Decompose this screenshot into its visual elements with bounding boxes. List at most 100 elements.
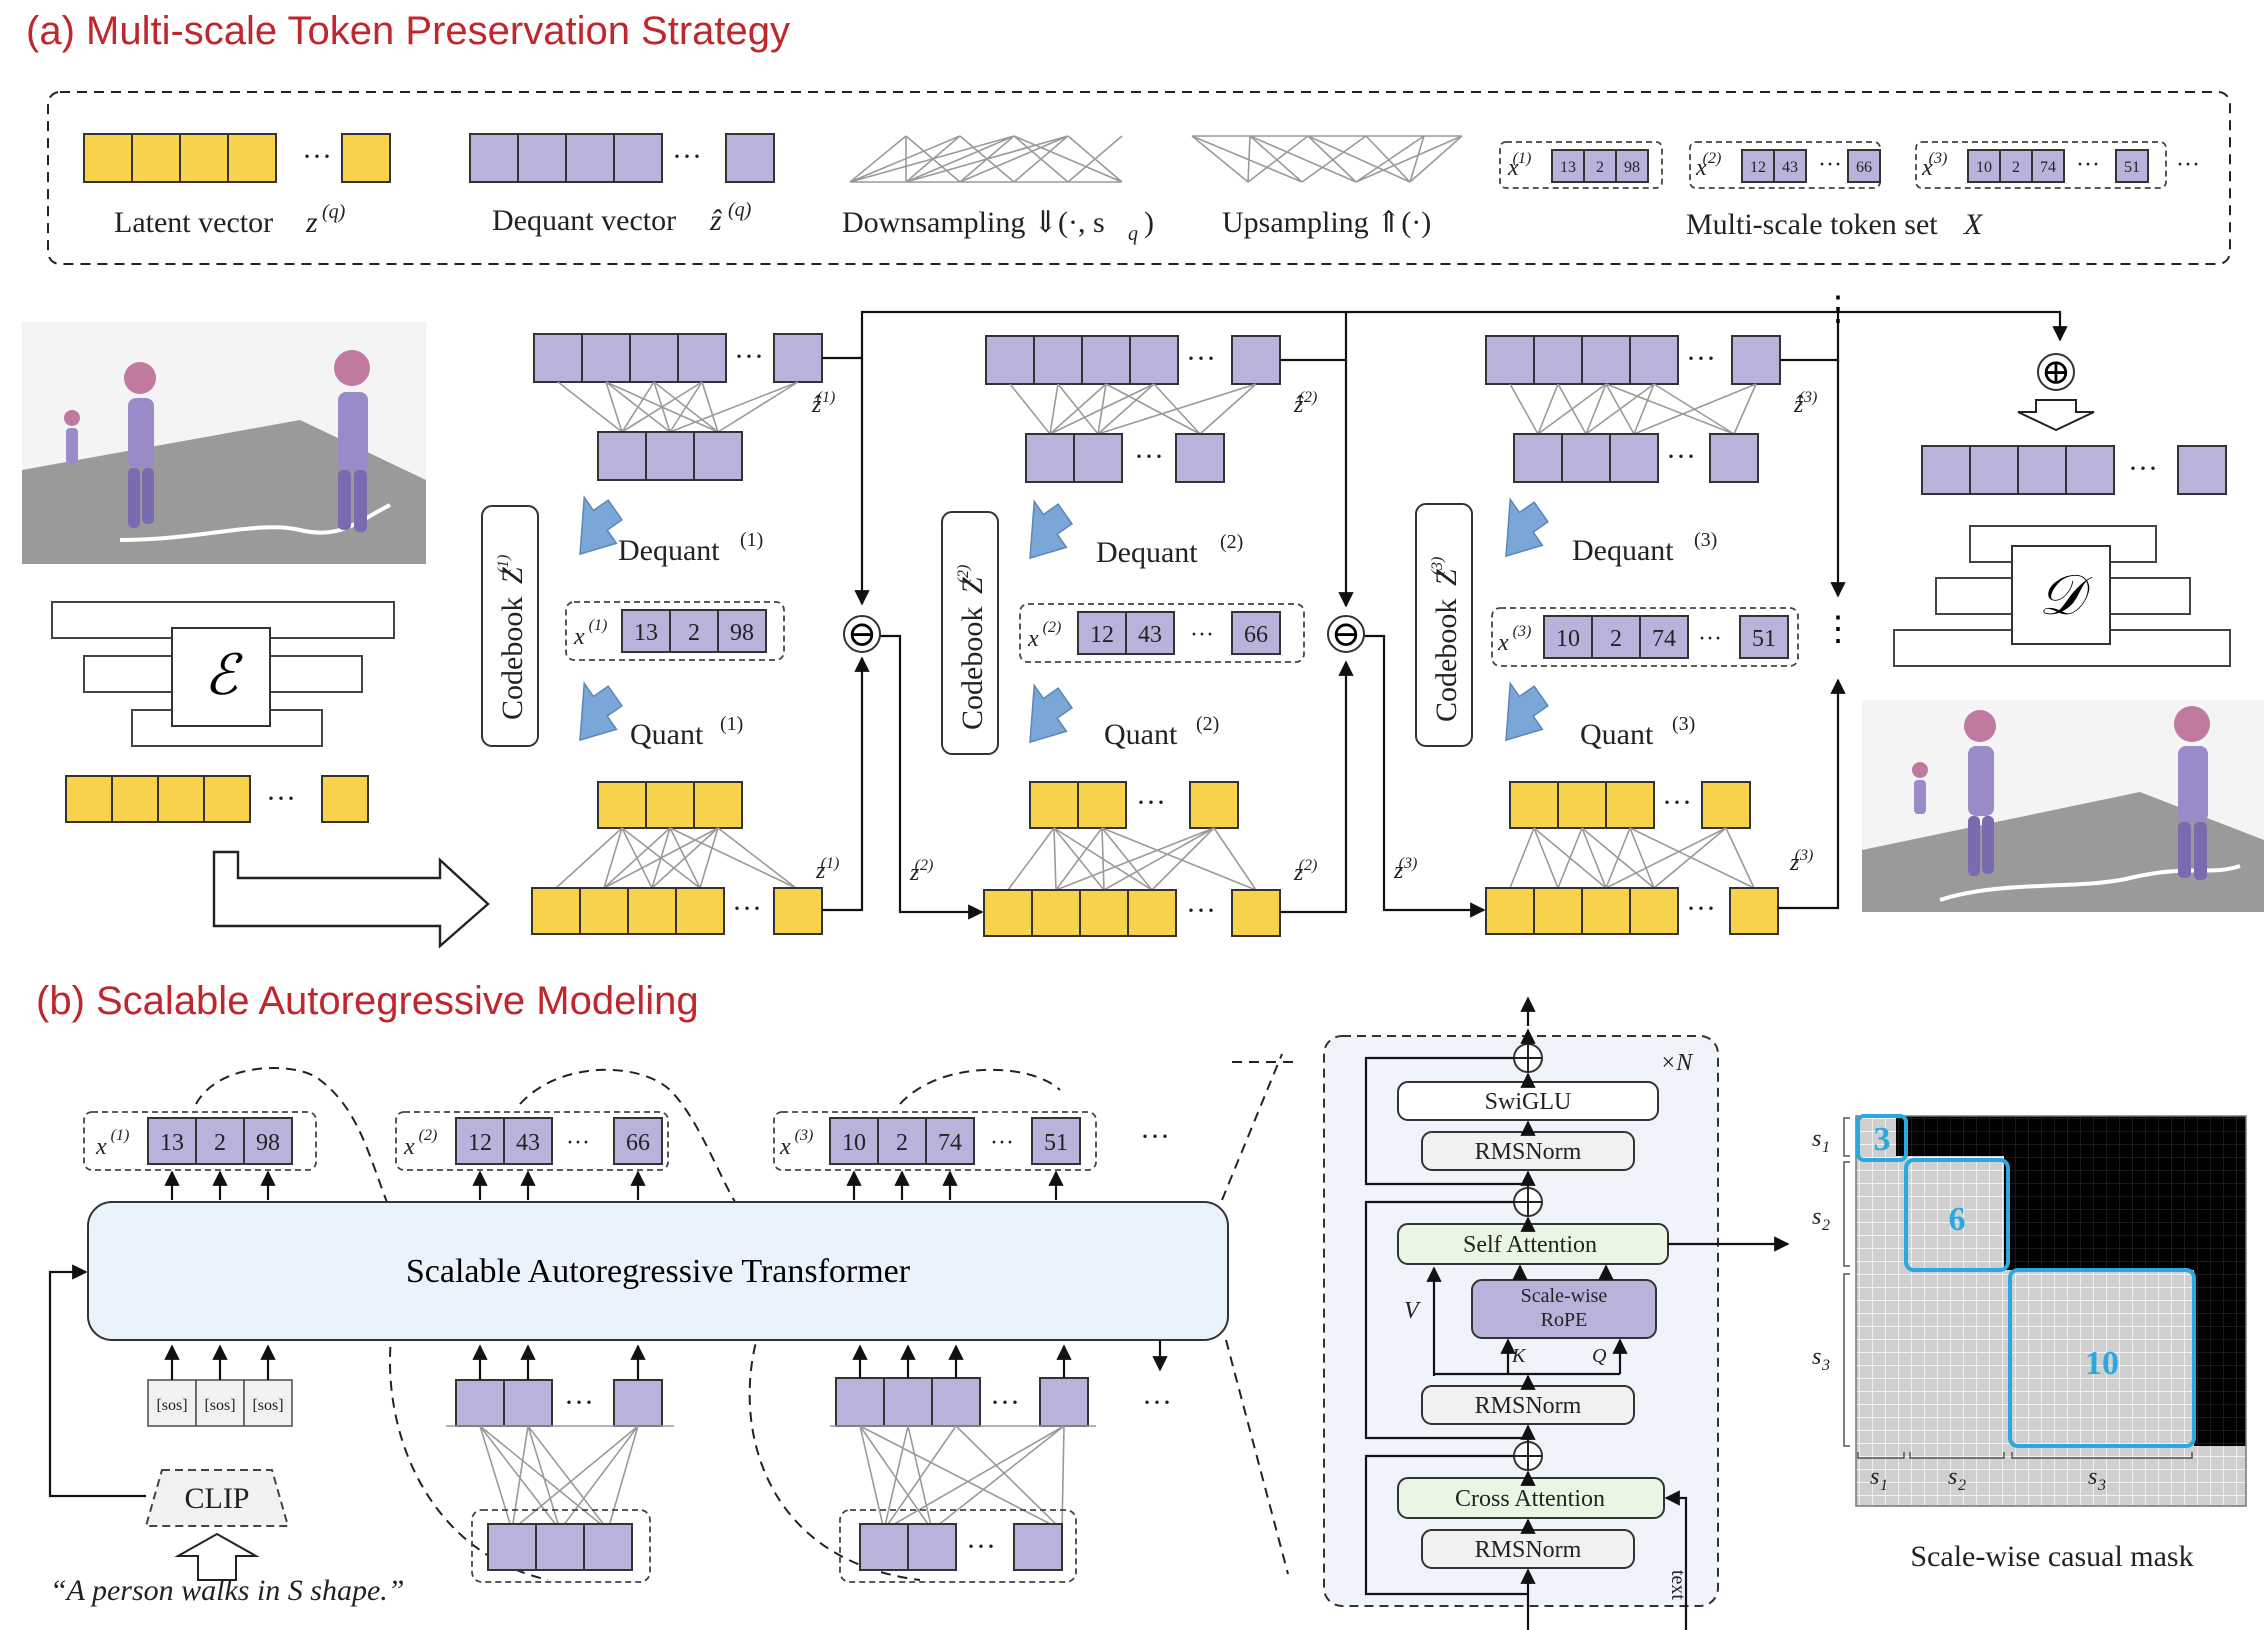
upsampling-net <box>830 1425 1096 1531</box>
text-prompt: “A person walks in S shape.” <box>50 1574 404 1607</box>
ar-output-3: x (3) 10 2 74 ··· 51 <box>773 1111 1097 1171</box>
ar-output-2: x (2) 12 43 ··· 66 <box>395 1111 669 1171</box>
ellipsis: ··· <box>1136 786 1166 819</box>
ar-output-1: x (1) 13 2 98 <box>83 1111 317 1171</box>
k-label: K <box>1511 1345 1527 1367</box>
codebook-box <box>1415 503 1473 747</box>
token: 43 <box>516 1130 540 1156</box>
output-label: x <box>779 1134 791 1160</box>
legend-set3-sup: (3) <box>1929 150 1948 167</box>
col-sub: 3 <box>2097 1477 2106 1494</box>
rmsnorm-box: RMSNorm <box>1475 1139 1582 1165</box>
ellipsis: ··· <box>732 892 762 925</box>
ellipsis: ··· <box>1186 894 1216 927</box>
token: 66 <box>1244 622 1268 648</box>
token-set-sup: (1) <box>589 617 608 634</box>
output-label: x <box>95 1134 107 1160</box>
downsampling-net-icon <box>849 135 1123 183</box>
row-sub: 3 <box>1821 1357 1830 1374</box>
legend-set2-token: 66 <box>1856 159 1872 176</box>
rmsnorm-box: RMSNorm <box>1475 1393 1582 1419</box>
codebook-sup: (1) <box>495 555 512 574</box>
legend-upsampling: Upsampling ⇑(·) <box>1191 135 1463 239</box>
upsampling-net <box>1509 383 1757 435</box>
output-arrows <box>164 1170 1064 1200</box>
oplus-icon: ⊕ <box>2041 352 2071 392</box>
upsampling-net-icon <box>1191 135 1463 183</box>
col-label: s <box>2088 1464 2097 1490</box>
transformer-block-detail: ×N SwiGLU RMSNorm Self Attention Scale-w… <box>1323 996 1790 1630</box>
zoom-line <box>1221 1053 1283 1201</box>
legend-ellipsis: ··· <box>672 140 702 173</box>
codebook-sup: (3) <box>1429 557 1446 576</box>
dequant-label: Dequant <box>618 534 720 567</box>
ominus-icon: ⊖ <box>1331 614 1361 654</box>
legend-set1-token: 2 <box>1596 159 1604 176</box>
dequant-label: Dequant <box>1572 534 1674 567</box>
mask-caption: Scale-wise casual mask <box>1910 1540 2193 1573</box>
z-sup: (3) <box>1399 855 1418 872</box>
z-label: z <box>909 860 920 886</box>
col-sub: 1 <box>1880 1477 1888 1494</box>
quant-sup: (1) <box>720 713 743 735</box>
dequant-label: Dequant <box>1096 536 1198 569</box>
token-set-label: x <box>1027 626 1039 652</box>
legend-ellipsis: ··· <box>302 140 332 173</box>
codebook-box <box>941 511 999 755</box>
ellipsis: ··· <box>1662 786 1692 819</box>
encoder-symbol: ℰ <box>204 643 243 708</box>
ellipsis: ··· <box>966 1530 996 1563</box>
token: 2 <box>1610 626 1622 652</box>
legend-ellipsis: ··· <box>2176 152 2200 178</box>
subtract-nodes: ⊖ ⊖ <box>843 614 1365 654</box>
token: 66 <box>626 1130 650 1156</box>
row-sub: 1 <box>1822 1139 1830 1156</box>
token: 74 <box>1652 626 1676 652</box>
legend-dequant-label: Dequant vector <box>492 204 676 237</box>
ellipsis: ··· <box>1134 440 1164 473</box>
swiglu-box: SwiGLU <box>1485 1089 1572 1115</box>
quant-arrow-icon <box>1505 681 1549 742</box>
mask-col-labels: s 1 s 2 s 3 <box>1857 1452 2193 1494</box>
ellipsis: ··· <box>1698 626 1722 652</box>
ellipsis: ··· <box>566 1130 590 1156</box>
legend-set1-token: 98 <box>1624 159 1640 176</box>
cross-attention-box: Cross Attention <box>1455 1486 1605 1512</box>
legend-set3-token: 2 <box>2012 159 2020 176</box>
output-label: x <box>403 1134 415 1160</box>
output-sup: (2) <box>419 1127 438 1144</box>
block-repeat-label: ×N <box>1660 1050 1694 1076</box>
token: 74 <box>938 1130 962 1156</box>
upsampling-net <box>1009 383 1257 435</box>
quant-label: Quant <box>1104 718 1178 751</box>
hollow-arrow-down <box>2017 399 2095 432</box>
z-sup: (1) <box>821 855 840 872</box>
output-motion-render <box>1862 700 2264 912</box>
sos-token: [sos] <box>204 1397 235 1414</box>
sos-token: [sos] <box>252 1397 283 1414</box>
legend-latent-symbol: z <box>305 206 318 239</box>
dequant-sup: (1) <box>740 529 763 551</box>
token: 2 <box>688 620 700 646</box>
text-input-label: text <box>1667 1570 1689 1600</box>
legend-token-set: x (1) 13 2 98 x (2) 12 43 ··· 66 x (3) 1… <box>1499 141 2200 241</box>
zhat-label: ẑ <box>1793 392 1804 418</box>
token-set-label: x <box>1497 630 1509 656</box>
legend-set1-label: x <box>1507 155 1519 181</box>
legend-set2-label: x <box>1695 155 1707 181</box>
legend-set3-label: x <box>1921 155 1933 181</box>
codebook-label: Codebook <box>1430 599 1463 722</box>
ellipsis: ··· <box>266 782 296 815</box>
sos-tokens: [sos] [sos] [sos] <box>147 1344 293 1427</box>
token: 12 <box>468 1130 492 1156</box>
encoder-latent: ··· <box>65 775 369 823</box>
downsampling-net <box>1509 827 1755 889</box>
z-sup: (2) <box>1299 857 1318 874</box>
legend-ellipsis: ··· <box>1818 152 1842 178</box>
sos-token: [sos] <box>156 1397 187 1414</box>
token-set-sup: (2) <box>1043 619 1062 636</box>
col-label: s <box>1870 1464 1879 1490</box>
rmsnorm-box: RMSNorm <box>1475 1537 1582 1563</box>
legend-dequant-vector: ··· Dequant vector ẑ (q) <box>469 133 775 237</box>
